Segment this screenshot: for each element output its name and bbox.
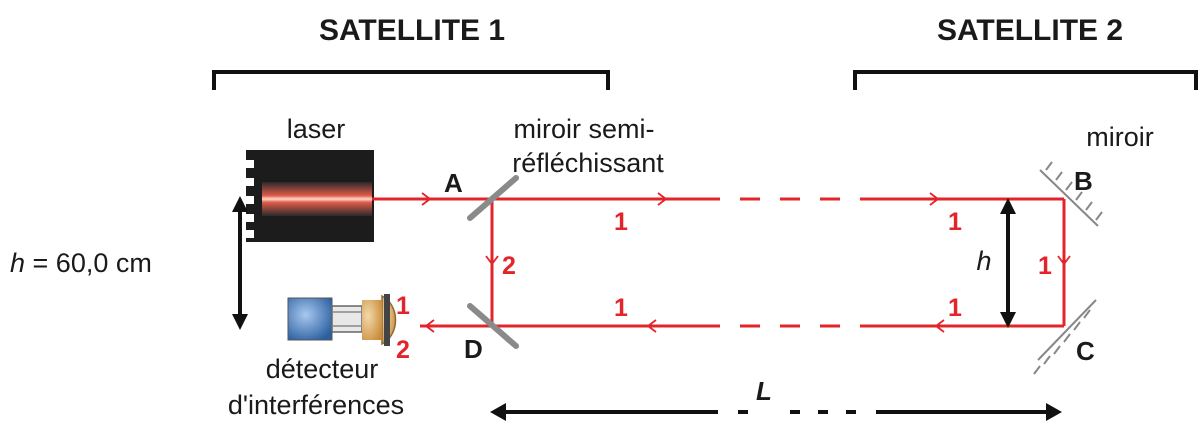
beam-label-1-top-left: 1 [614, 208, 628, 236]
detector-beam-1: 1 [396, 292, 410, 320]
laser-label: laser [287, 114, 346, 144]
h-left-label: h = 60,0 cm [10, 248, 152, 278]
h-left-symbol: h [10, 248, 25, 278]
point-C: C [1076, 336, 1095, 366]
beam-label-1-bottom-right: 1 [948, 294, 962, 322]
h-right-arrow-head-top [1000, 198, 1016, 214]
point-D: D [464, 334, 483, 364]
satellite-1-title: SATELLITE 1 [319, 14, 505, 47]
mirror-label: miroir [1086, 122, 1154, 152]
beam-label-1-top-right: 1 [948, 208, 962, 236]
h-left-arrow-head-top [232, 196, 248, 212]
mirror-C [1033, 299, 1097, 375]
beam-label-1-right: 1 [1038, 252, 1052, 280]
beam-label-2-vertical: 2 [502, 252, 516, 280]
detector-label-line2: d'interférences [228, 390, 404, 420]
mirror-B [1039, 161, 1103, 227]
semi-mirror-label-line1: miroir semi- [514, 114, 655, 144]
h-right-arrow-head-bottom [1000, 312, 1016, 328]
detector-label-line1: détecteur [266, 354, 379, 384]
L-label: L [756, 376, 772, 406]
satellite-2-title: SATELLITE 2 [937, 14, 1123, 47]
point-B: B [1074, 166, 1093, 196]
satellite-2-bracket [853, 70, 1198, 90]
h-right-label: h [976, 246, 991, 276]
laser-device [246, 150, 374, 242]
beam-paths [372, 197, 1066, 328]
beam-direction-arrows [421, 192, 1071, 333]
semi-mirror-label-line2: réfléchissant [512, 148, 664, 178]
semi-mirror-D [467, 303, 519, 349]
satellite-1-bracket [212, 70, 610, 90]
beam-label-1-bottom-left: 1 [614, 294, 628, 322]
h-left-value: = 60,0 cm [25, 248, 152, 278]
detector-beam-2: 2 [396, 336, 410, 364]
interference-detector [287, 294, 397, 346]
h-left-arrow-head-bottom [232, 314, 248, 330]
semi-mirror-A [467, 175, 519, 221]
L-arrow [490, 403, 1062, 421]
point-A: A [444, 168, 463, 198]
